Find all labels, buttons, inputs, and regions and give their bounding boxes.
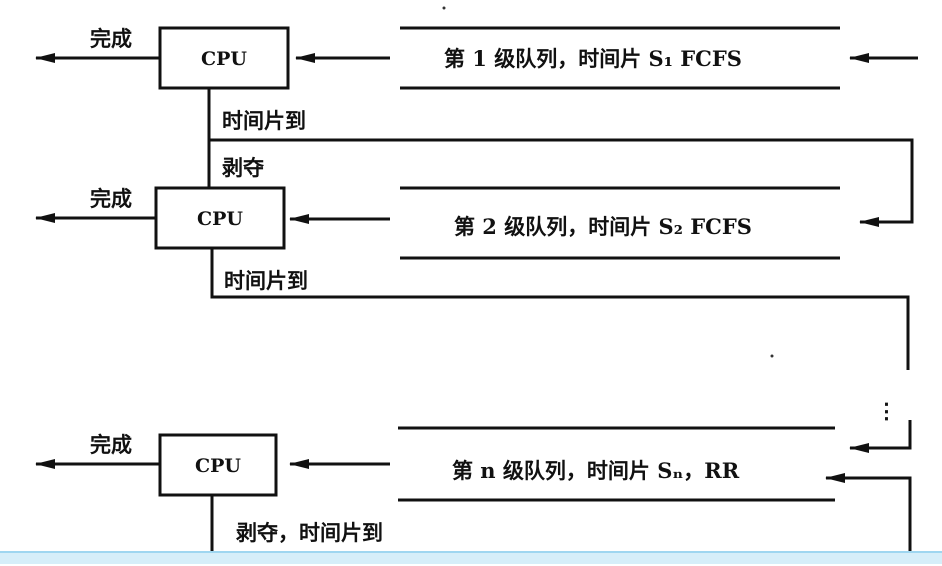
- timeout-1-label: 时间片到: [222, 108, 306, 133]
- queue-2-label: 第 2 级队列，时间片 S₂ FCFS: [454, 214, 752, 239]
- preempt-1-label: 剥夺: [222, 155, 265, 180]
- done-label-2: 完成: [90, 186, 132, 211]
- timeout-1-path: [207, 88, 914, 227]
- queue-n-label: 第 n 级队列，时间片 Sₙ，RR: [452, 458, 740, 483]
- timeout-2-label: 时间片到: [224, 268, 308, 293]
- bottom-accent-bar: [0, 551, 942, 564]
- queue-1-label: 第 1 级队列，时间片 S₁ FCFS: [444, 46, 742, 71]
- done-label-n: 完成: [90, 432, 132, 457]
- cpu-2-label: CPU: [197, 208, 243, 230]
- cpu-n-label: CPU: [195, 455, 241, 477]
- ellipsis-to-queue-n-path: [849, 420, 912, 453]
- cpu-1-label: CPU: [201, 48, 247, 70]
- preempt-timeout-n-label: 剥夺，时间片到: [236, 520, 383, 545]
- timeout-2-path: [210, 248, 910, 370]
- ellipsis-mark: ⋮: [876, 398, 897, 423]
- done-label-1: 完成: [90, 26, 132, 51]
